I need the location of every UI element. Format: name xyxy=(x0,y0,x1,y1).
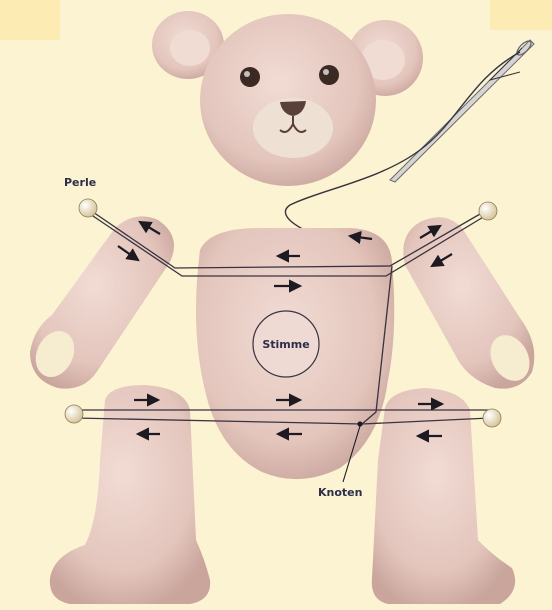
corner-highlight-left xyxy=(0,0,60,40)
left-ear-inner xyxy=(170,30,210,66)
label-bead: Perle xyxy=(64,176,96,189)
left-eye xyxy=(240,67,260,87)
bead-right-arm xyxy=(479,202,497,220)
label-voice-box: Stimme xyxy=(262,338,309,351)
left-eye-shine xyxy=(244,71,250,77)
bead-right-leg xyxy=(483,409,501,427)
label-knot: Knoten xyxy=(318,486,362,499)
corner-highlight-right xyxy=(490,0,552,30)
right-eye-shine xyxy=(323,69,329,75)
knot-marker xyxy=(357,421,362,426)
bead-left-arm xyxy=(79,199,97,217)
bead-left-leg xyxy=(65,405,83,423)
right-eye xyxy=(319,65,339,85)
